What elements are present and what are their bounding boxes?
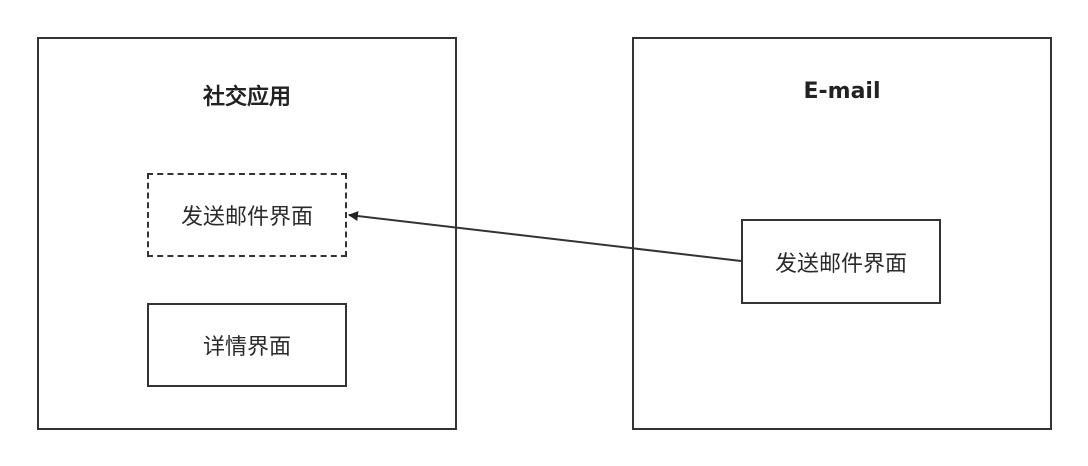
social-app-title: 社交应用 — [202, 85, 291, 110]
social-send-mail-node: 发送邮件界面 — [147, 173, 347, 257]
email-send-mail-label: 发送邮件界面 — [774, 251, 907, 277]
social-detail-label: 详情界面 — [202, 335, 291, 360]
email-title: E-mail — [803, 79, 881, 104]
social-detail-node: 详情界面 — [147, 303, 347, 387]
email-send-mail-node: 发送邮件界面 — [741, 219, 941, 304]
social-send-mail-label: 发送邮件界面 — [180, 205, 313, 230]
